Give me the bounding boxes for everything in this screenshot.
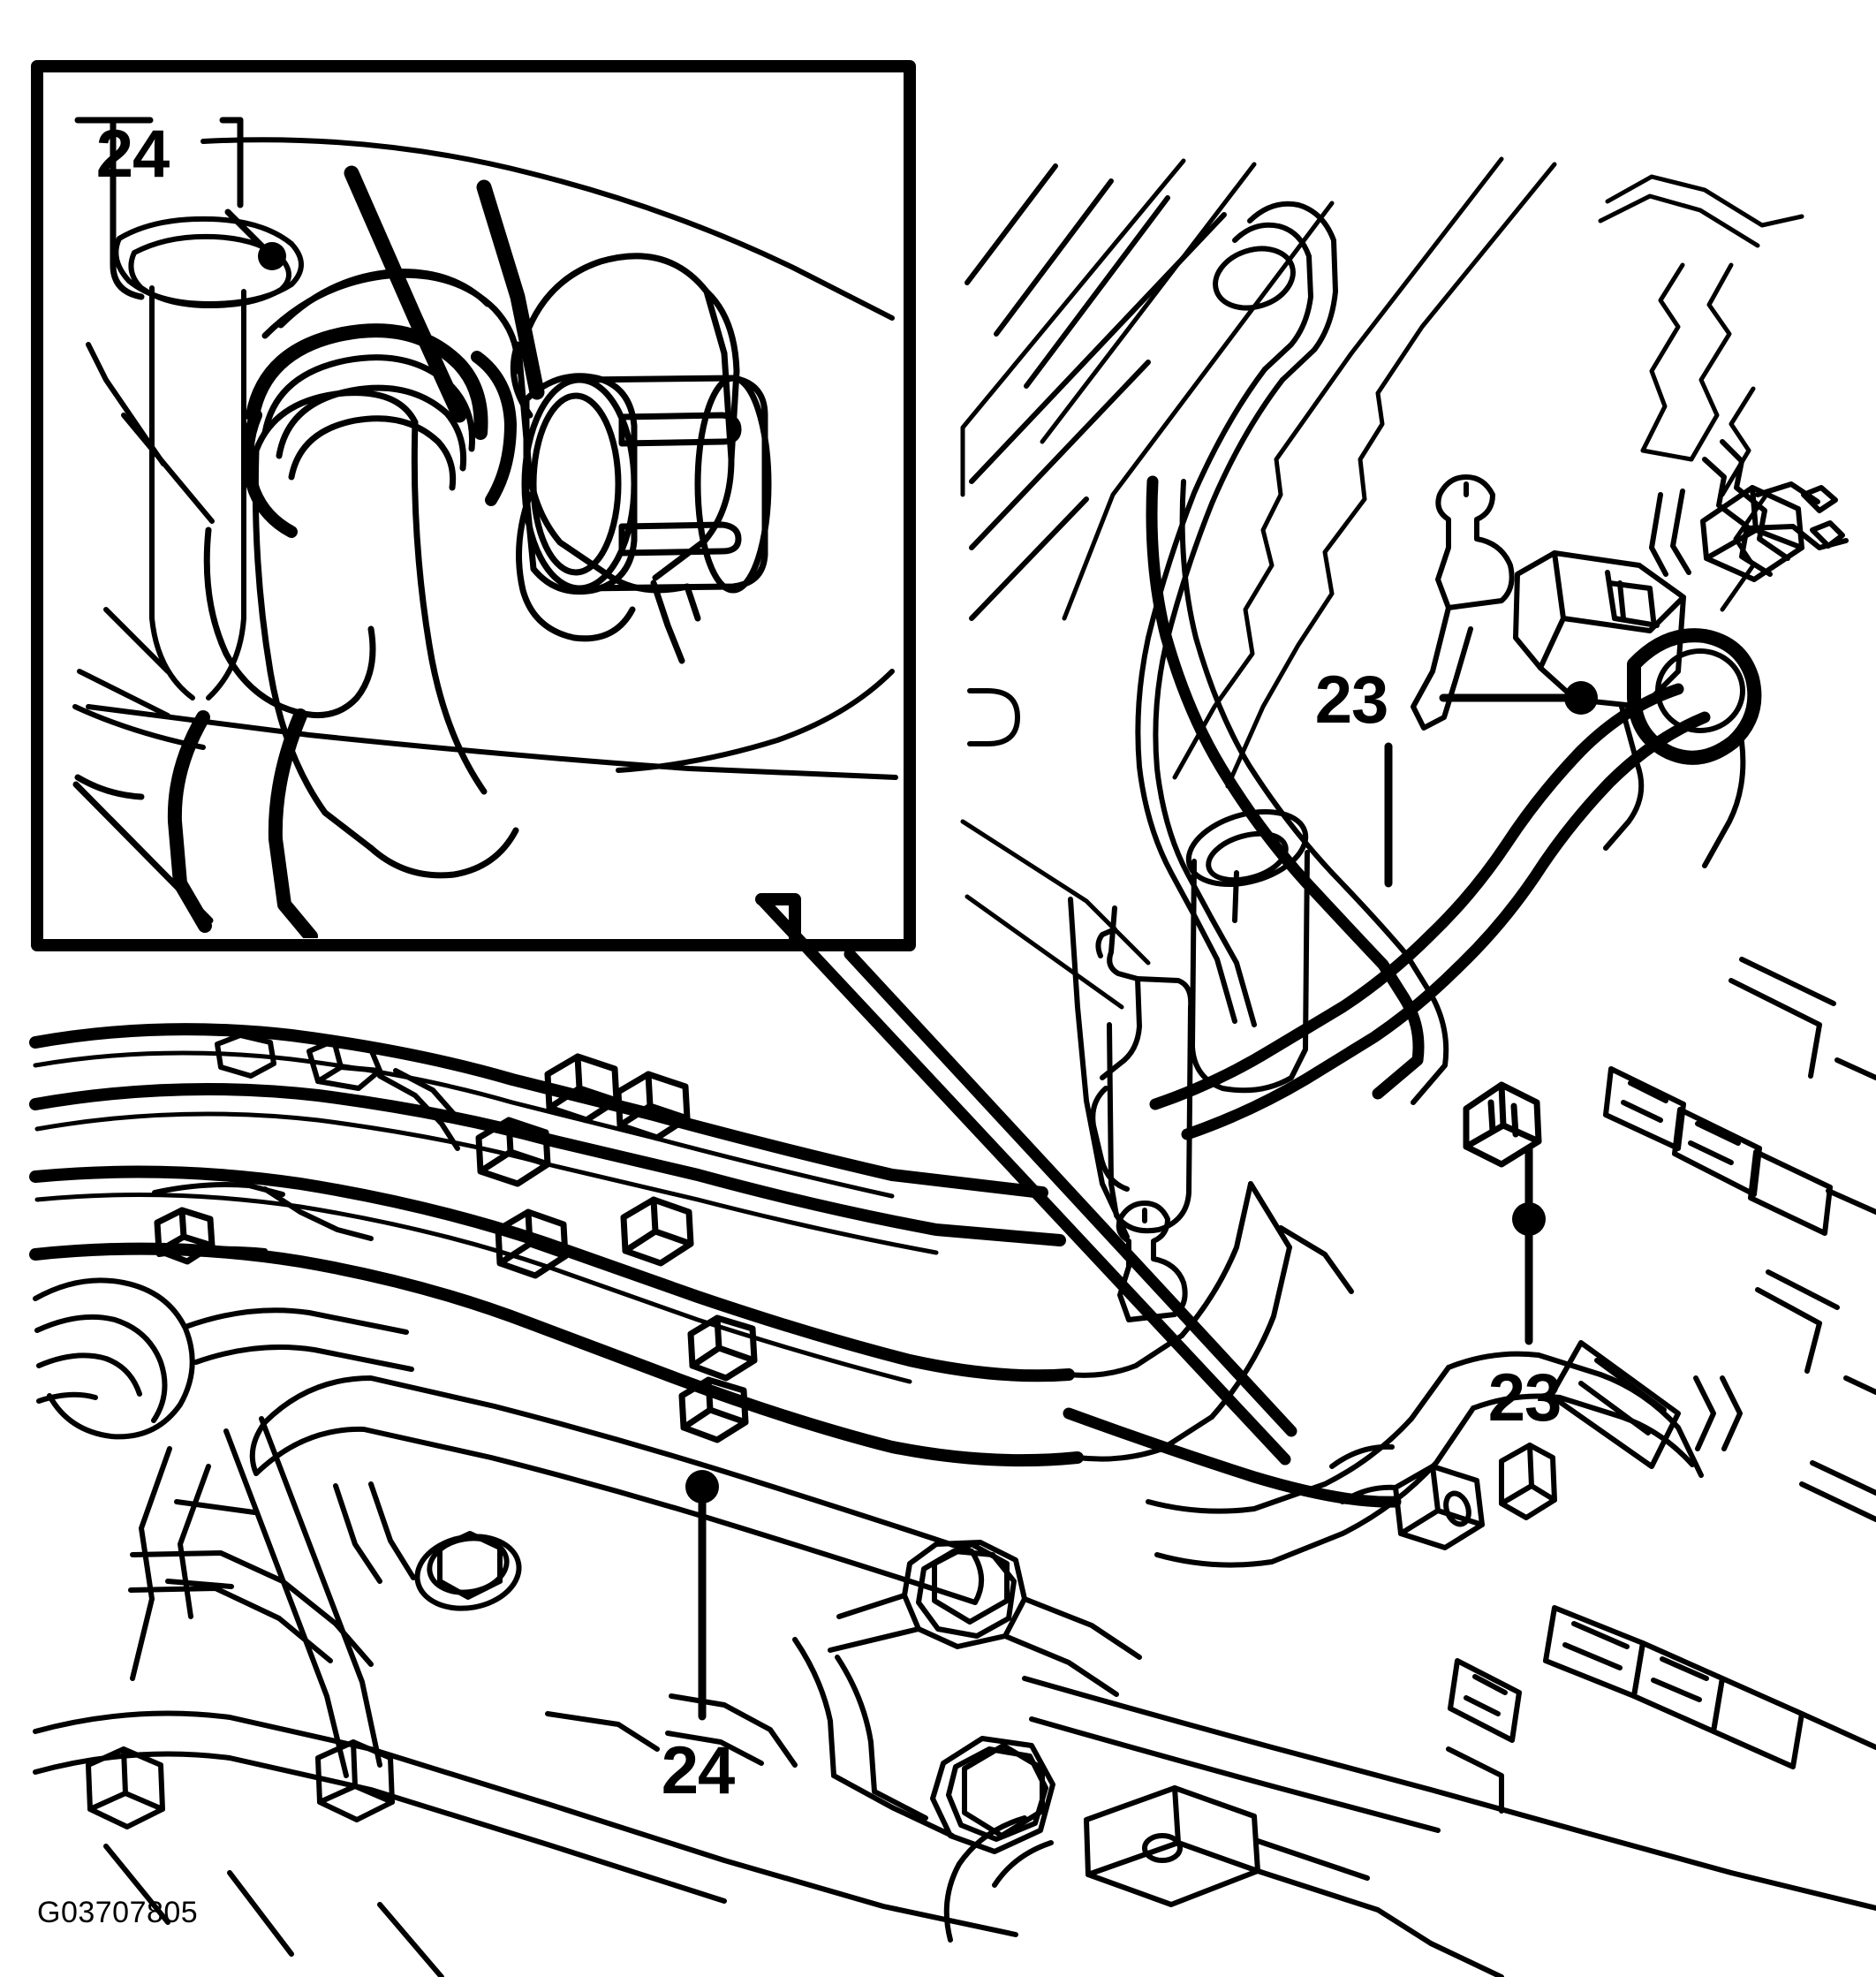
callout-23-upper-dot — [1564, 681, 1598, 715]
lower-rail — [1022, 1676, 1876, 1911]
callout-24-inset-label: 24 — [96, 117, 170, 192]
hex-bolt-lower-center — [930, 1736, 1055, 1854]
mount-bracket — [545, 1593, 1142, 1838]
ignition-coil-body — [1068, 897, 1194, 1239]
inset-quick-connect-collar — [246, 323, 488, 440]
hose-boot-upper-right — [1627, 628, 1762, 765]
electrical-connector-far-right — [1700, 485, 1804, 582]
inset-lower-hose — [203, 526, 376, 719]
engine-block-lower-left — [33, 1277, 1018, 1977]
inset-callout-dot — [258, 242, 286, 270]
quick-connect-fitting-left — [215, 1033, 382, 1091]
callout-23-upper-label: 23 — [1315, 663, 1388, 738]
callout-24-lower-dot — [685, 1470, 719, 1504]
inset-collar-bold-edge — [241, 351, 517, 538]
hex-bolt-big-center — [902, 1540, 1027, 1649]
push-pin-clip-upper — [1411, 474, 1515, 731]
callout-23-lower-dot — [1512, 1202, 1546, 1236]
hose-band-clamp — [1499, 1443, 1557, 1520]
inset-callout-leader — [224, 208, 269, 253]
bracket-bottom-right — [943, 1785, 1504, 1977]
inset-lower-hose-bold — [167, 708, 318, 938]
hex-bolt-upper-center — [414, 1531, 522, 1611]
inset-hose-body — [252, 390, 519, 879]
hose-to-connector-lower — [1063, 1407, 1402, 1508]
hex-bolt-center — [315, 1739, 395, 1822]
inset-callout-bracket — [74, 117, 244, 300]
inset-content — [72, 117, 898, 938]
figure-id-label: G03707805 — [37, 1896, 199, 1929]
hex-bolt-left — [86, 1746, 165, 1829]
filler-neck — [1185, 808, 1310, 1094]
inset-lower-hose-edge — [72, 774, 214, 924]
fuel-line-upper-right — [1146, 475, 1425, 1100]
retainer-clip-lower-right — [1463, 1081, 1542, 1168]
inset-stud-left — [113, 216, 304, 701]
line-clip-pair-right — [678, 1314, 758, 1443]
line-clip-group — [154, 1053, 694, 1279]
connector-lower-right — [1329, 1443, 1485, 1550]
hose-boot-upper-right-inner — [1603, 648, 1746, 868]
wiring-harness-upper-right — [1649, 439, 1849, 577]
inset-strap — [344, 165, 545, 423]
callout-24-lower-label: 24 — [662, 1733, 735, 1808]
tube-contours-left — [152, 1068, 462, 1257]
hatched-panel — [964, 163, 1227, 746]
callout-23-lower-label: 23 — [1488, 1360, 1562, 1435]
engine-bay-background — [960, 156, 1804, 1010]
hard-line-pair-right — [1149, 683, 1711, 1140]
inset-electrical-connector — [510, 341, 772, 642]
inset-pointer-leader — [755, 893, 1297, 1466]
callout-leaders — [698, 693, 1575, 1721]
